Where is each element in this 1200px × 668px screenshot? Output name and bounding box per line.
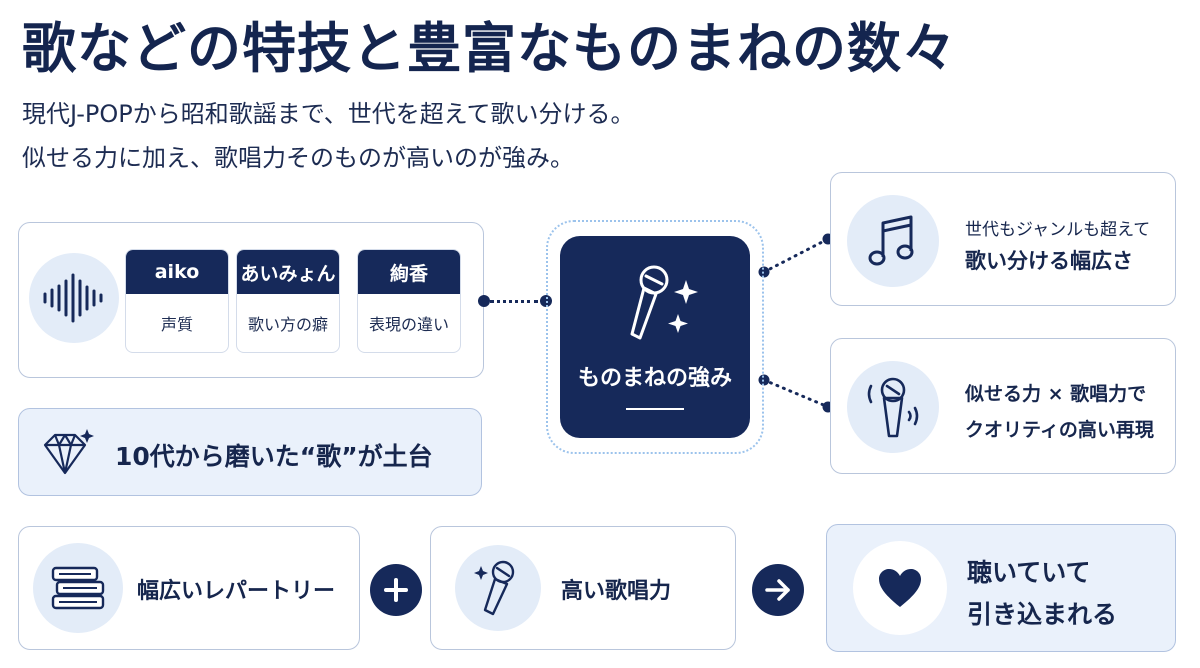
repertoire-label: 幅広いレパートリー	[137, 579, 336, 604]
quality-line-2: クオリティの高い再現	[965, 419, 1154, 441]
artist-trait: 声質	[160, 315, 193, 334]
foundation-card: 10代から磨いた“歌”が土台	[18, 408, 482, 496]
microphone-sparkle-icon	[630, 265, 698, 340]
soundwave-icon	[43, 273, 103, 323]
diamond-icon	[43, 429, 94, 475]
center-underline	[626, 408, 684, 410]
plus-icon	[370, 564, 422, 616]
books-icon-circle	[33, 543, 123, 633]
music-note-icon	[868, 215, 914, 266]
books-icon	[51, 566, 105, 610]
range-line-2: 歌い分ける幅広さ	[965, 249, 1133, 273]
result-line-2: 引き込まれる	[967, 600, 1118, 629]
repertoire-card: 幅広いレパートリー	[18, 526, 360, 650]
soundwave-icon-circle	[29, 253, 119, 343]
artist-aiko: aiko 声質	[125, 249, 229, 353]
subtitle-line-1: 現代J-POPから昭和歌謡まで、世代を超えて歌い分ける。	[22, 100, 635, 128]
artist-trait: 表現の違い	[368, 315, 449, 334]
mic-icon-circle	[455, 545, 541, 631]
singing-label: 高い歌唱力	[561, 579, 672, 604]
result-line-1: 聴いていて	[967, 558, 1091, 587]
microphone-icon	[867, 377, 919, 438]
arrow-right-icon	[752, 564, 804, 616]
range-line-1: 世代もジャンルも超えて	[965, 220, 1151, 240]
range-card: 世代もジャンルも超えて 歌い分ける幅広さ	[830, 172, 1176, 306]
center-strength-box: ものまねの強み	[560, 236, 750, 438]
heart-icon-circle	[853, 541, 947, 635]
artist-name: 絢香	[358, 250, 460, 294]
music-icon-circle	[847, 195, 939, 287]
connector-dot-left	[478, 295, 490, 307]
center-label: ものまねの強み	[577, 366, 732, 391]
artist-trait: 歌い方の癖	[247, 315, 328, 334]
connector-left	[490, 300, 538, 303]
result-card: 聴いていて 引き込まれる	[826, 524, 1176, 652]
page-title: 歌などの特技と豊富なものまねの数々	[22, 17, 957, 80]
connector-right-lines	[758, 233, 834, 413]
quality-line-1: 似せる力 × 歌唱力で	[965, 383, 1147, 405]
artist-ayaka: 絢香 表現の違い	[357, 249, 461, 353]
singing-card: 高い歌唱力	[430, 526, 736, 650]
artists-card: aiko 声質 あいみょん 歌い方の癖 絢香 表現の違い	[18, 222, 484, 378]
artist-aimyon: あいみょん 歌い方の癖	[236, 249, 340, 353]
foundation-label: 10代から磨いた“歌”が土台	[115, 442, 433, 471]
center-halo	[546, 220, 764, 454]
singer-icon-circle	[847, 361, 939, 453]
quality-card: 似せる力 × 歌唱力で クオリティの高い再現	[830, 338, 1176, 474]
artist-name: aiko	[126, 250, 228, 294]
subtitle-line-2: 似せる力に加え、歌唱力そのものが高いのが強み。	[22, 144, 574, 172]
microphone-icon	[474, 560, 515, 616]
heart-icon	[879, 569, 921, 607]
artist-name: あいみょん	[237, 250, 339, 294]
